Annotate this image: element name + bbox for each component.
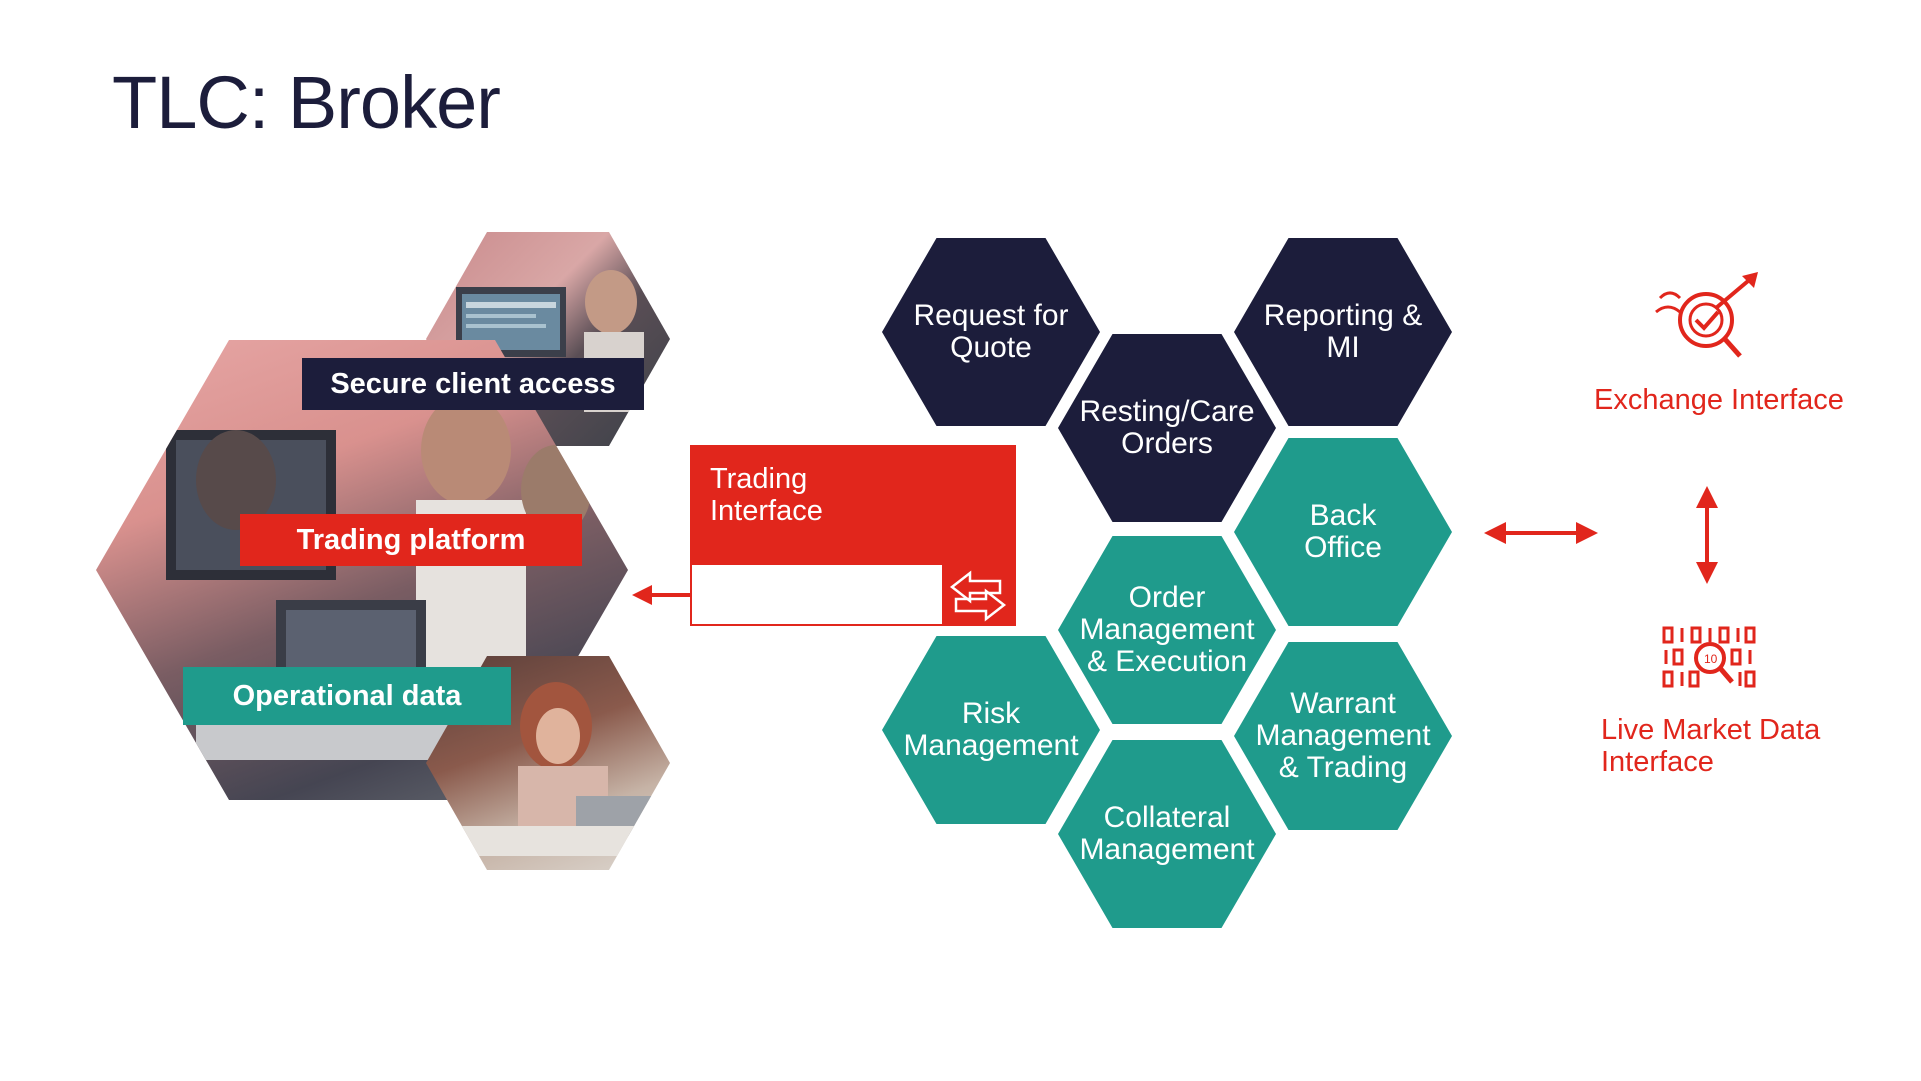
module-request-for-quote: Request for Quote — [882, 238, 1100, 426]
trading-platform-label: Trading platform — [240, 514, 582, 566]
module-order-management-execution: Order Management & Execution — [1058, 536, 1276, 724]
page-title: TLC: Broker — [112, 61, 501, 144]
module-reporting-mi-label: Reporting & MI — [1263, 299, 1423, 364]
module-warrant-management-trading-label: Warrant Management & Trading — [1255, 687, 1431, 784]
live-market-data-label: Live Market Data Interface — [1601, 714, 1821, 778]
exchange-interface-label: Exchange Interface — [1594, 384, 1844, 416]
module-resting-care-orders: Resting/Care Orders — [1058, 334, 1276, 522]
swap-arrows-icon — [949, 570, 1007, 622]
target-check-icon — [1655, 272, 1758, 358]
operational-data-label: Operational data — [183, 667, 511, 725]
module-collateral-management: Collateral Management — [1058, 740, 1276, 928]
module-back-office: Back Office — [1234, 438, 1452, 626]
secure-client-access-label: Secure client access — [302, 358, 644, 410]
double-arrow-horizontal-right — [1484, 522, 1598, 544]
module-risk-management: Risk Management — [882, 636, 1100, 824]
module-reporting-mi: Reporting & MI — [1234, 238, 1452, 426]
module-order-management-execution-label: Order Management & Execution — [1079, 581, 1255, 678]
module-request-for-quote-label: Request for Quote — [913, 299, 1069, 364]
trading-interface-header — [692, 447, 1014, 565]
double-arrow-vertical — [1696, 486, 1718, 584]
trading-interface-icon-box — [942, 565, 1014, 626]
module-warrant-management-trading: Warrant Management & Trading — [1234, 642, 1452, 830]
trading-interface-box: Trading Interface — [690, 445, 1016, 626]
trading-interface-label: Trading Interface — [710, 463, 823, 527]
binary-search-icon: 10 — [1662, 626, 1756, 688]
module-back-office-label: Back Office — [1304, 499, 1382, 564]
svg-text:10: 10 — [1704, 652, 1718, 666]
office-photo-bottom — [446, 682, 656, 856]
module-resting-care-orders-label: Resting/Care Orders — [1079, 395, 1255, 460]
module-risk-management-label: Risk Management — [903, 697, 1079, 762]
module-collateral-management-label: Collateral Management — [1079, 801, 1255, 866]
